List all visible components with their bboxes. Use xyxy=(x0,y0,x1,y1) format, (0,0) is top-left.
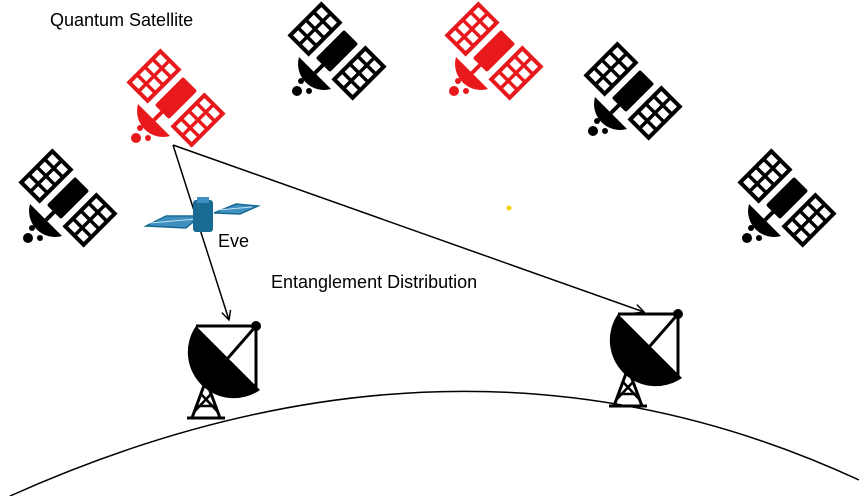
quantum-satellite-icon xyxy=(445,2,543,100)
satellite-icon xyxy=(288,2,386,100)
link-satellite-to-station-right xyxy=(172,144,644,312)
earth-horizon-arc xyxy=(9,390,859,496)
yellow-dot xyxy=(506,205,512,211)
satellite-icon xyxy=(584,42,682,140)
ground-station-dish-icon xyxy=(185,319,263,420)
quantum-satellite-icon xyxy=(127,49,225,147)
quantum-satellite-label: Quantum Satellite xyxy=(50,10,194,30)
link-satellite-to-station-left xyxy=(172,144,229,320)
ground-station-dish-icon xyxy=(607,307,685,408)
entanglement-distribution-label: Entanglement Distribution xyxy=(271,272,478,292)
satellite-icon xyxy=(19,149,117,247)
satellite-icon xyxy=(738,149,836,247)
eve-satellite-icon xyxy=(143,197,261,232)
eve-label: Eve xyxy=(218,231,250,251)
